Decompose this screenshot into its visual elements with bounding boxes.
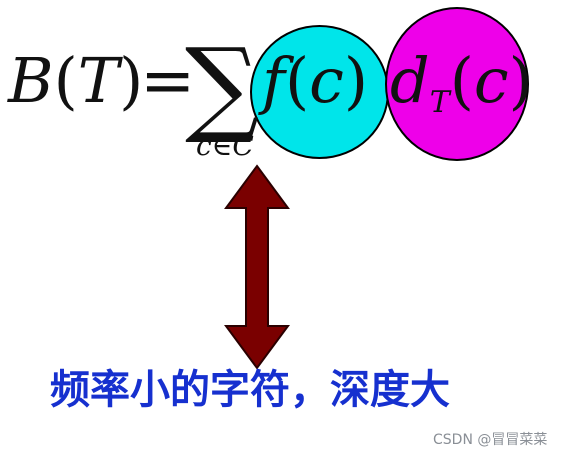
depth-subscript: T	[429, 85, 450, 120]
frequency-variable: c	[309, 44, 344, 117]
frequency-highlight-ellipse	[250, 25, 389, 159]
caption-text: 频率小的字符，深度大	[50, 367, 450, 413]
double-arrow-icon	[224, 164, 290, 370]
formula-lhs: B(T)	[8, 44, 144, 117]
equals-sign: =	[140, 42, 196, 119]
summation-index: c∈C	[196, 129, 254, 162]
frequency-term: f(c)	[262, 44, 369, 117]
depth-term: dT(c)	[390, 44, 533, 120]
lhs-function: B	[8, 44, 54, 117]
depth-highlight-ellipse	[385, 7, 529, 161]
depth-variable: c	[473, 44, 509, 117]
lhs-variable: T	[77, 44, 120, 117]
frequency-function: f	[262, 44, 285, 117]
depth-function: d	[390, 44, 430, 117]
watermark-text: CSDN @冒冒菜菜	[433, 432, 548, 448]
double-arrow-shape	[224, 164, 290, 370]
summation-symbol: ∑	[185, 25, 260, 147]
